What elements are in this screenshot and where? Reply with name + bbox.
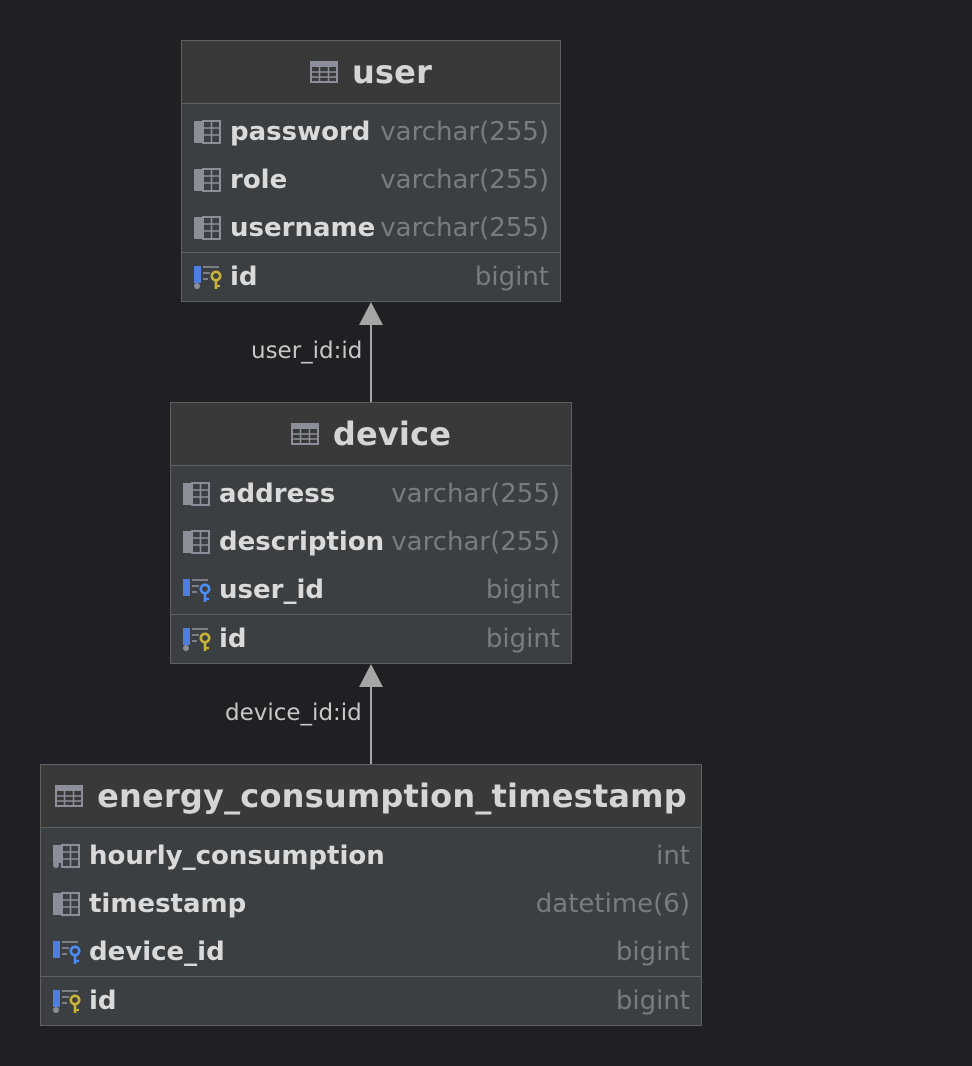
column-type: bigint [485, 575, 560, 605]
table-title: user [351, 53, 433, 91]
primary-key-row[interactable]: id bigint [41, 977, 701, 1025]
edge-energy-device-arrow [359, 664, 383, 687]
foreign-key-icon [183, 579, 211, 602]
pk-divider [182, 252, 560, 253]
pk-divider [41, 976, 701, 977]
table-title: energy_consumption_timestamp [97, 777, 687, 815]
column-name: role [230, 165, 288, 195]
column-type: datetime(6) [535, 889, 690, 919]
table-icon [309, 61, 338, 83]
table-energy-consumption-timestamp[interactable]: energy_consumption_timestamp hourly_cons… [40, 764, 702, 1026]
column-name: id [89, 986, 117, 1016]
column-name: device_id [89, 937, 225, 967]
column-type: bigint [485, 624, 560, 654]
column-name: username [230, 213, 376, 243]
column-not-null-icon [53, 844, 80, 868]
column-type: bigint [615, 937, 690, 967]
primary-key-icon [183, 628, 211, 651]
table-title: device [332, 415, 452, 453]
table-header: device [171, 403, 571, 466]
table-header: user [182, 41, 560, 104]
column-name: password [230, 117, 371, 147]
edge-label-user-id: user_id:id [251, 338, 363, 364]
table-icon [290, 423, 319, 445]
column-row[interactable]: device_id bigint [41, 928, 701, 976]
primary-key-row[interactable]: id bigint [171, 615, 571, 663]
column-icon [194, 120, 221, 144]
table-user[interactable]: user password varchar(255) role varch [181, 40, 561, 302]
column-row[interactable]: description varchar(255) [171, 518, 571, 566]
column-type: varchar(255) [380, 213, 549, 243]
primary-key-row[interactable]: id bigint [182, 253, 560, 301]
column-type: varchar(255) [391, 527, 560, 557]
column-icon [183, 530, 210, 554]
column-name: address [219, 479, 336, 509]
foreign-key-icon [53, 941, 81, 964]
edge-label-device-id: device_id:id [225, 700, 362, 726]
table-device[interactable]: device address varchar(255) description [170, 402, 572, 664]
column-row[interactable]: address varchar(255) [171, 470, 571, 518]
column-name: id [219, 624, 247, 654]
column-icon [194, 216, 221, 240]
column-row[interactable]: password varchar(255) [182, 108, 560, 156]
column-icon [194, 168, 221, 192]
column-icon [53, 892, 80, 916]
column-row[interactable]: hourly_consumption int [41, 832, 701, 880]
column-row[interactable]: user_id bigint [171, 566, 571, 614]
column-name: hourly_consumption [89, 841, 385, 871]
column-name: id [230, 262, 258, 292]
column-icon [183, 482, 210, 506]
column-type: varchar(255) [380, 165, 549, 195]
column-row[interactable]: timestamp datetime(6) [41, 880, 701, 928]
column-type: bigint [474, 262, 549, 292]
column-name: description [219, 527, 385, 557]
column-name: timestamp [89, 889, 247, 919]
column-type: varchar(255) [391, 479, 560, 509]
column-name: user_id [219, 575, 324, 605]
table-header: energy_consumption_timestamp [41, 765, 701, 828]
table-icon [55, 785, 84, 807]
column-row[interactable]: username varchar(255) [182, 204, 560, 252]
primary-key-icon [194, 266, 222, 289]
column-row[interactable]: role varchar(255) [182, 156, 560, 204]
column-type: varchar(255) [380, 117, 549, 147]
column-type: bigint [615, 986, 690, 1016]
edge-device-user-arrow [359, 302, 383, 325]
column-type: int [656, 841, 690, 871]
pk-divider [171, 614, 571, 615]
primary-key-icon [53, 990, 81, 1013]
